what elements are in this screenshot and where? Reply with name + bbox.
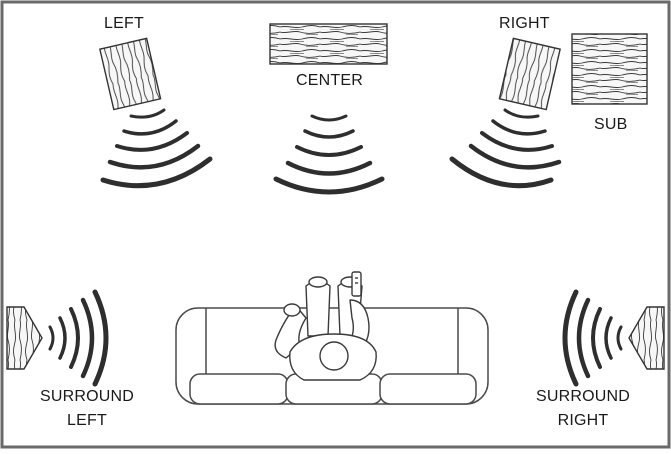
label-center: CENTER	[296, 72, 363, 89]
right-sound-waves	[449, 108, 562, 189]
center-sound-waves	[273, 114, 385, 195]
label-surround-left-line1: SURROUND	[39, 388, 135, 405]
surround-left-speaker	[6, 306, 43, 370]
person-on-sofa	[274, 271, 377, 381]
label-surround-right-line1: SURROUND	[535, 388, 631, 405]
surround-right-waves	[562, 289, 623, 387]
label-surround-right: SURROUND RIGHT	[528, 385, 638, 433]
surround-right-speaker	[628, 306, 665, 370]
subwoofer	[571, 33, 648, 105]
left-sound-waves	[100, 108, 213, 189]
label-left: LEFT	[104, 15, 144, 32]
surround-left-waves	[48, 289, 109, 387]
left-speaker	[99, 37, 162, 111]
label-sub: SUB	[594, 116, 628, 133]
sofa	[175, 307, 489, 405]
label-right: RIGHT	[499, 15, 550, 32]
center-speaker	[269, 23, 388, 65]
right-speaker	[498, 37, 561, 111]
label-surround-left: SURROUND LEFT	[32, 385, 142, 433]
label-surround-left-line2: LEFT	[67, 412, 107, 429]
label-surround-right-line2: RIGHT	[557, 412, 609, 429]
